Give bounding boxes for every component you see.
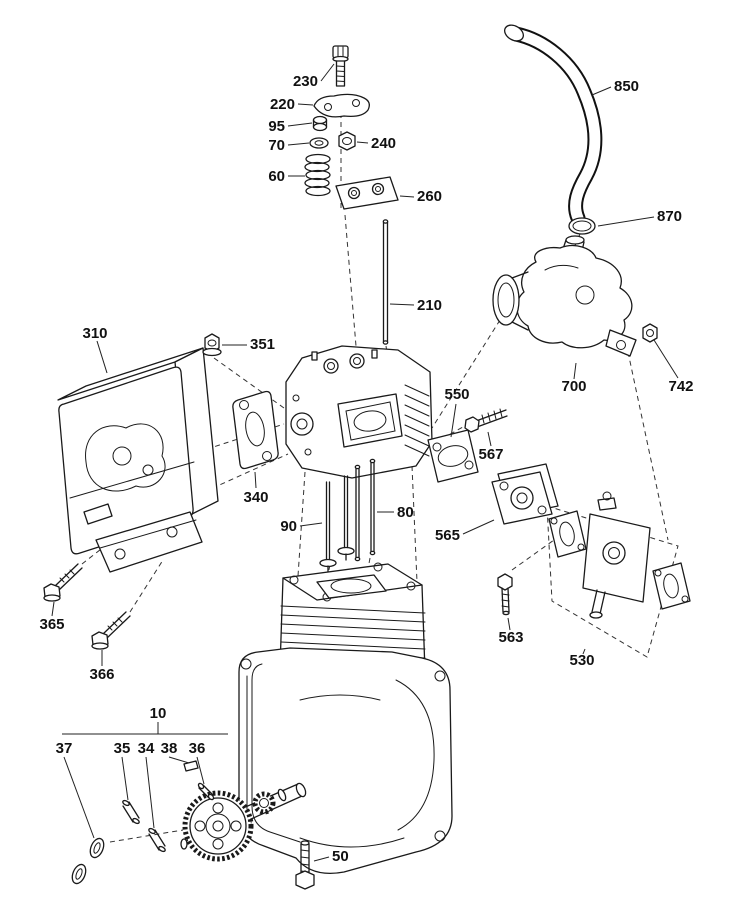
part-label-90-group: 90 [280, 518, 323, 535]
part-label-50: 50 [332, 848, 349, 865]
key-38-drawing [183, 760, 199, 772]
camshaft-assembly-10-drawing [180, 782, 307, 862]
nut-742-drawing [642, 323, 658, 343]
part-label-10-group: 10 [62, 705, 228, 735]
tappet-35-drawing [122, 799, 140, 825]
insulator-565-drawing [491, 463, 559, 525]
part-label-365: 365 [39, 616, 64, 633]
part-label-260-group: 260 [399, 188, 442, 205]
part-label-34: 34 [138, 740, 155, 757]
bolt-50-drawing [295, 840, 315, 890]
part-label-742-group: 742 [653, 339, 694, 395]
part-label-38: 38 [161, 740, 178, 757]
bolt-563-drawing [497, 573, 513, 616]
part-label-563-group: 563 [498, 617, 524, 646]
part-label-340-group: 340 [243, 471, 269, 506]
part-label-80: 80 [397, 504, 414, 521]
rod-210-drawing [382, 219, 389, 345]
breather-hose-850-drawing [504, 24, 603, 226]
part-label-366: 366 [89, 666, 114, 683]
part-label-850-group: 850 [591, 78, 639, 96]
part-label-340: 340 [243, 489, 268, 506]
push-rods-80-drawing [354, 458, 376, 562]
part-label-37: 37 [56, 740, 73, 757]
part-label-850: 850 [614, 78, 639, 95]
part-labels: 230 220 95 70 240 60 260 210 [39, 63, 694, 865]
retainer-plate-260-drawing [335, 176, 399, 210]
part-label-351-group: 351 [222, 336, 275, 353]
bolt-567-drawing [464, 408, 508, 433]
part-label-742: 742 [668, 378, 693, 395]
part-label-870: 870 [657, 208, 682, 225]
part-label-34-group: 34 [138, 740, 155, 829]
part-label-240-group: 240 [356, 135, 396, 152]
part-label-37-group: 37 [56, 740, 95, 839]
tappet-34-drawing [148, 827, 166, 853]
part-label-90: 90 [280, 518, 297, 535]
cylinder-head-drawing [285, 345, 433, 479]
part-label-35: 35 [114, 740, 131, 757]
intake-gasket-550-drawing [427, 429, 479, 483]
carburetor-530-drawing [548, 491, 691, 619]
part-label-550-group: 550 [444, 386, 470, 438]
part-label-80-group: 80 [377, 504, 414, 521]
bolt-365-drawing [43, 563, 83, 602]
nut-240-drawing [338, 131, 356, 151]
part-label-60-group: 60 [268, 168, 305, 185]
bolt-230-drawing [332, 45, 349, 87]
part-label-36-group: 36 [189, 740, 206, 785]
part-label-220-group: 220 [270, 96, 314, 113]
part-label-700: 700 [561, 378, 586, 395]
exhaust-gasket-340-drawing [232, 390, 279, 470]
part-label-365-group: 365 [39, 601, 65, 633]
pin-36-drawing [197, 782, 215, 801]
shim-washers-37-drawing [71, 837, 105, 885]
part-label-563: 563 [498, 629, 523, 646]
part-label-567: 567 [478, 446, 503, 463]
part-label-35-group: 35 [114, 740, 131, 801]
part-label-565-group: 565 [435, 519, 495, 544]
rocker-plate-220-drawing [313, 93, 370, 118]
part-label-870-group: 870 [597, 208, 682, 227]
part-label-210: 210 [417, 297, 442, 314]
intake-elbow-700-drawing [492, 235, 637, 357]
part-label-50-group: 50 [313, 848, 349, 865]
spacer-95-drawing [312, 115, 328, 132]
part-label-260: 260 [417, 188, 442, 205]
part-label-95-group: 95 [268, 118, 313, 135]
part-label-70-group: 70 [268, 137, 310, 154]
part-label-220: 220 [270, 96, 295, 113]
part-label-230: 230 [293, 73, 318, 90]
hose-clamp-870-drawing [568, 217, 596, 235]
part-label-700-group: 700 [561, 362, 587, 395]
part-label-95: 95 [268, 118, 285, 135]
part-label-70: 70 [268, 137, 285, 154]
part-label-310-group: 310 [82, 325, 108, 374]
washer-70-drawing [309, 137, 329, 149]
part-label-567-group: 567 [478, 431, 504, 463]
bolt-366-drawing [91, 611, 131, 650]
part-label-565: 565 [435, 527, 460, 544]
part-label-310: 310 [82, 325, 107, 342]
muffler-310-drawing [57, 347, 219, 573]
flange-nut-351-drawing [202, 333, 222, 357]
valves-90-drawing [319, 475, 355, 573]
part-label-240: 240 [371, 135, 396, 152]
part-label-10: 10 [150, 705, 167, 722]
part-label-38-group: 38 [161, 740, 190, 764]
part-label-36: 36 [189, 740, 206, 757]
part-label-366-group: 366 [89, 650, 115, 683]
part-label-351: 351 [250, 336, 275, 353]
part-label-230-group: 230 [293, 63, 335, 90]
crankcase-drawing [238, 647, 453, 875]
part-label-550: 550 [444, 386, 469, 403]
valve-spring-60-drawing [304, 153, 331, 197]
part-label-530: 530 [569, 652, 594, 669]
part-label-60: 60 [268, 168, 285, 185]
part-label-210-group: 210 [389, 297, 442, 314]
part-label-530-group: 530 [569, 648, 595, 669]
